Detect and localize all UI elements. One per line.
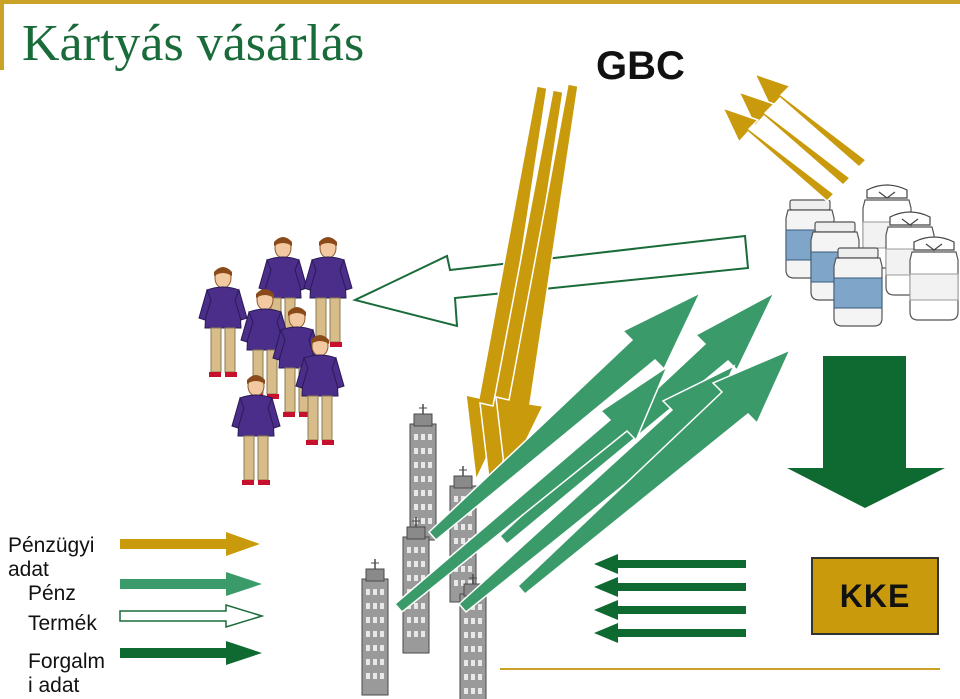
transaction-data-arrows xyxy=(594,554,746,643)
legend-transaction-arrow xyxy=(120,641,262,665)
bank-label: GBC xyxy=(596,44,685,88)
legend-label-money: Pénz xyxy=(28,582,76,605)
legend-money-arrow xyxy=(120,572,262,596)
financial-data-return-arrows xyxy=(721,72,868,203)
customer-group-icon xyxy=(198,236,353,486)
bottom-accent-rule xyxy=(500,668,940,670)
clearing-house-label: KKE xyxy=(839,577,911,614)
legend-financial-arrow xyxy=(120,532,260,556)
product-flow-arrow xyxy=(352,234,750,328)
top-accent-rule xyxy=(0,0,960,4)
clearing-house-box: KKE xyxy=(811,557,939,635)
legend-arrows xyxy=(119,532,265,665)
transaction-data-down-arrow xyxy=(787,356,945,508)
legend-label-transaction: Forgalm i adat xyxy=(28,650,106,697)
legend-product-arrow xyxy=(119,603,265,629)
legend-label-financial: Pénzügyi adat xyxy=(8,534,95,581)
left-accent-rule xyxy=(0,0,4,70)
money-flow-arrows xyxy=(393,291,792,614)
slide-title: Kártyás vásárlás xyxy=(22,15,365,72)
product-jars-icon xyxy=(785,184,959,327)
financial-data-arrows xyxy=(465,83,579,491)
legend-label-product: Termék xyxy=(28,612,97,635)
